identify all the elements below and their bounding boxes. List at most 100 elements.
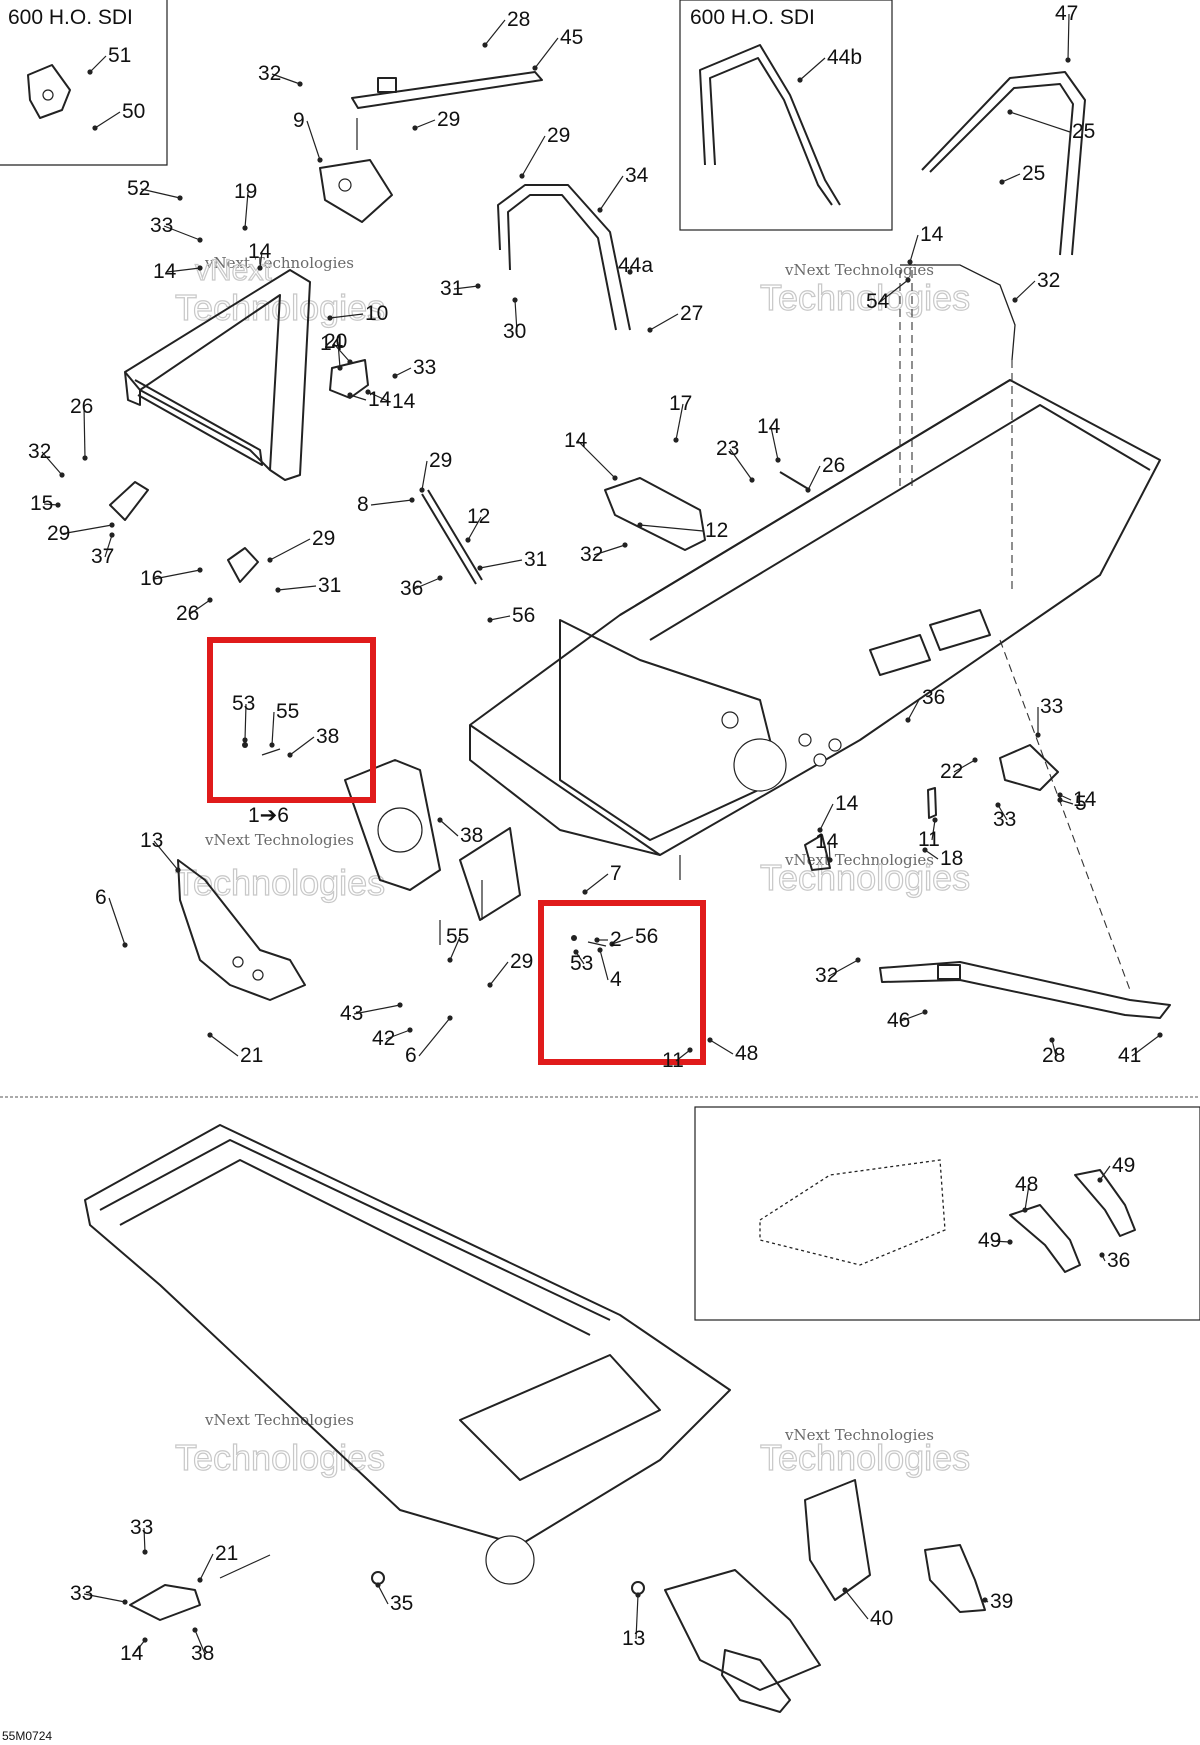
- callout-56: 56: [635, 925, 658, 948]
- fastener-39: [982, 1597, 988, 1603]
- fastener-23: [749, 477, 755, 483]
- leader-line-44b: [799, 57, 826, 81]
- fastener-42: [407, 1027, 413, 1033]
- leader-line-14: [577, 440, 616, 479]
- fastener-12: [465, 537, 471, 543]
- fastener-19: [242, 225, 248, 231]
- fastener-33: [142, 1549, 148, 1555]
- inset-bottom-right-frame: [694, 1106, 1200, 1321]
- fastener-14: [907, 259, 913, 265]
- watermark-7: Technologies: [175, 862, 385, 903]
- leader-line-12: [467, 516, 482, 541]
- leader-line-51: [89, 55, 107, 73]
- fastener-6: [447, 1015, 453, 1021]
- leader-line-31: [277, 585, 317, 591]
- leader-line-26: [807, 465, 821, 491]
- fastener-29: [487, 982, 493, 988]
- fastener-36: [1099, 1252, 1105, 1258]
- fastener-38: [437, 817, 443, 823]
- fastener-25: [999, 179, 1005, 185]
- leader-line-26: [189, 599, 211, 615]
- leader-line-31: [479, 559, 523, 569]
- bracket-18-shape: [804, 834, 831, 871]
- chassis-upper-cutout-1: [869, 634, 931, 676]
- callout-4: 4: [610, 968, 622, 991]
- arm-46-mount: [937, 964, 961, 980]
- fastener-21: [207, 1032, 213, 1038]
- callout-49: 49: [978, 1229, 1001, 1252]
- bracket-51-hole: [42, 89, 54, 101]
- fastener-30: [512, 297, 518, 303]
- callout-33: 33: [150, 214, 173, 237]
- leader-line-26: [83, 406, 86, 459]
- plate-9-shape: [319, 159, 393, 223]
- fastener-29: [267, 557, 273, 563]
- watermark-1: vNext Technologies: [204, 254, 354, 272]
- inset-top-left: 600 H.O. SDI: [0, 0, 168, 166]
- inset-bottom-right: [694, 1106, 1200, 1321]
- fastener-47: [1065, 57, 1071, 63]
- bracket-20-shape: [329, 359, 369, 399]
- leader-line-14: [909, 234, 919, 263]
- fastener-40: [842, 1587, 848, 1593]
- fastener-14: [142, 1637, 148, 1643]
- bracket-15-shape: [109, 481, 149, 521]
- leader-line-45: [534, 37, 559, 69]
- bracket-17-shape: [604, 477, 706, 551]
- track-detail-shape: [759, 1159, 946, 1266]
- callout-43: 43: [340, 1002, 363, 1025]
- rod-8-inner: [421, 493, 477, 585]
- fastener-48: [1022, 1207, 1028, 1213]
- leader-line-21: [209, 1034, 239, 1057]
- fastener-44b: [797, 77, 803, 83]
- leader-line-9: [306, 120, 321, 161]
- loop-44b-shape: [699, 44, 841, 206]
- rod-53-right: [587, 941, 607, 947]
- leader-line-32: [828, 959, 859, 977]
- callout-53: 53: [232, 692, 255, 715]
- chassis-upper-bearing: [733, 738, 787, 792]
- hoop-47-inner: [929, 83, 1074, 256]
- callout-42: 42: [372, 1027, 395, 1050]
- fastener-11: [687, 1047, 693, 1053]
- chassis-lower-rail-1: [99, 1139, 611, 1321]
- fastener-22: [972, 757, 978, 763]
- callout-46: 46: [887, 1009, 910, 1032]
- leader-line-38: [194, 1629, 206, 1655]
- chassis-upper-cutout-2: [929, 609, 991, 651]
- fastener-29: [419, 487, 425, 493]
- leader-line-14: [166, 267, 201, 273]
- leader-line-29: [421, 460, 428, 491]
- chassis-lower-bulkhead: [459, 1354, 661, 1481]
- leader-line-54: [879, 279, 909, 303]
- fastener-37: [109, 532, 115, 538]
- callout-29: 29: [429, 449, 452, 472]
- callout-38: 38: [316, 725, 339, 748]
- pin-38-shape: [371, 1571, 385, 1585]
- fastener-49: [1007, 1239, 1013, 1245]
- support-13b-shape: [459, 827, 521, 921]
- callout-53: 53: [570, 952, 593, 975]
- callout-14: 14: [153, 260, 177, 283]
- leader-line-46: [900, 1011, 926, 1022]
- watermark-4: vNext Technologies: [784, 261, 934, 279]
- chassis-upper-hole-3: [813, 753, 827, 767]
- leader-line-21: [199, 1553, 214, 1581]
- leader-line-36: [907, 697, 921, 721]
- fastener-16: [197, 567, 203, 573]
- leader-line-33: [143, 1527, 146, 1553]
- callout-12: 12: [467, 505, 490, 528]
- callout-2: 2: [610, 928, 622, 951]
- fastener-33: [122, 1599, 128, 1605]
- bar-45-mount: [377, 77, 397, 93]
- callout-33: 33: [993, 808, 1016, 831]
- leader-line-42: [385, 1029, 411, 1040]
- leader-line-17: [675, 403, 684, 441]
- fastener-27: [647, 327, 653, 333]
- inset-top-mid-frame: [679, 0, 893, 231]
- leader-line-14: [259, 251, 263, 269]
- leader-line-12: [639, 524, 704, 532]
- leader-line-33: [163, 225, 201, 241]
- fastener-29: [109, 522, 115, 528]
- chassis-upper-hole-1: [721, 711, 739, 729]
